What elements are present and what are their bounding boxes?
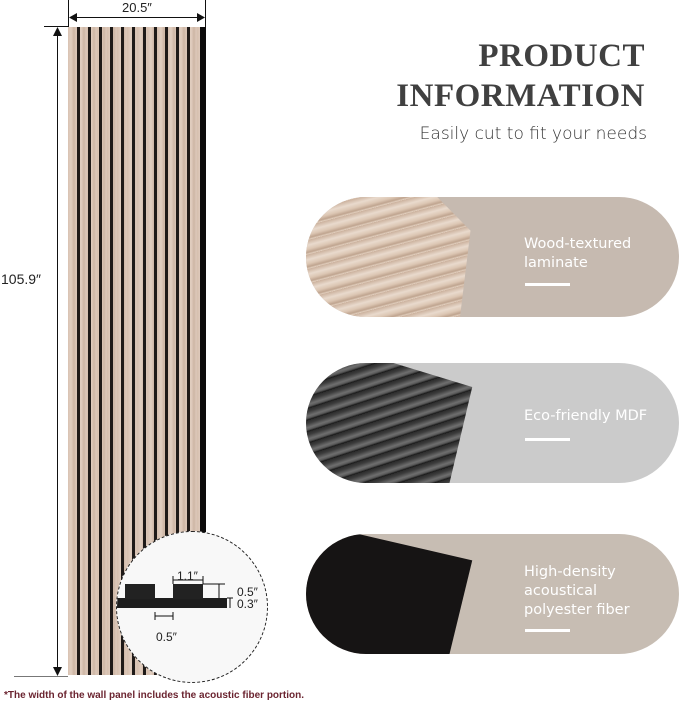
page-title: PRODUCT INFORMATION bbox=[396, 36, 645, 116]
title-line-1: PRODUCT bbox=[478, 38, 645, 74]
underline-divider bbox=[525, 438, 570, 441]
label-line: Wood-textured bbox=[524, 236, 632, 252]
underline-divider bbox=[525, 629, 570, 632]
layer-card-mdf: Eco-friendly MDF bbox=[306, 363, 679, 483]
height-label: 105.9″ bbox=[1, 271, 41, 287]
groove bbox=[154, 27, 157, 675]
groove bbox=[132, 27, 135, 675]
label-line: High-density bbox=[524, 564, 616, 580]
arrow-left-icon bbox=[69, 13, 77, 22]
wood-laminate-texture-image bbox=[306, 197, 471, 317]
width-dimension-line bbox=[70, 17, 204, 18]
arrow-up-icon bbox=[53, 27, 62, 36]
height-dimension-line bbox=[57, 32, 58, 670]
groove bbox=[77, 27, 80, 675]
slat-width-label: 1.1″ bbox=[177, 569, 198, 583]
subtitle: Easily cut to fit your needs bbox=[419, 124, 647, 144]
layer-card-polyester: High-density acoustical polyester fiber bbox=[306, 534, 679, 654]
underline-divider bbox=[525, 283, 570, 286]
width-extension-left bbox=[68, 0, 69, 27]
label-line: laminate bbox=[524, 255, 588, 271]
arrow-right-icon bbox=[197, 13, 205, 22]
fiber-backing-edge bbox=[200, 27, 206, 675]
label-line: acoustical bbox=[524, 583, 598, 599]
mdf-texture-image bbox=[306, 363, 473, 483]
base-thickness-label: 0.3″ bbox=[237, 597, 258, 611]
cross-section-magnifier: 1.1″ 0.5″ 0.3″ 0.5″ bbox=[116, 531, 268, 683]
layer-label: High-density acoustical polyester fiber bbox=[524, 563, 630, 620]
label-line: Eco-friendly MDF bbox=[524, 408, 648, 424]
groove bbox=[165, 27, 168, 675]
width-label: 20.5″ bbox=[122, 0, 152, 15]
height-extension-top bbox=[44, 26, 68, 27]
groove bbox=[187, 27, 190, 675]
height-extension-bottom bbox=[14, 676, 68, 677]
groove bbox=[143, 27, 146, 675]
groove bbox=[99, 27, 102, 675]
groove bbox=[110, 27, 113, 675]
groove bbox=[88, 27, 91, 675]
cross-section-diagram bbox=[117, 576, 233, 620]
width-extension-right bbox=[205, 0, 206, 27]
groove bbox=[176, 27, 179, 675]
layer-card-laminate: Wood-textured laminate bbox=[306, 197, 679, 317]
arrow-down-icon bbox=[53, 667, 62, 676]
footnote: *The width of the wall panel includes th… bbox=[4, 690, 305, 701]
layer-label: Wood-textured laminate bbox=[524, 235, 631, 273]
layer-label: Eco-friendly MDF bbox=[524, 407, 647, 426]
label-line: polyester fiber bbox=[524, 602, 630, 618]
groove bbox=[121, 27, 124, 675]
slat-height-label: 0.5″ bbox=[237, 585, 258, 599]
title-line-2: INFORMATION bbox=[396, 78, 645, 114]
polyester-fiber-texture-image bbox=[306, 534, 473, 654]
gap-width-label: 0.5″ bbox=[156, 630, 177, 644]
